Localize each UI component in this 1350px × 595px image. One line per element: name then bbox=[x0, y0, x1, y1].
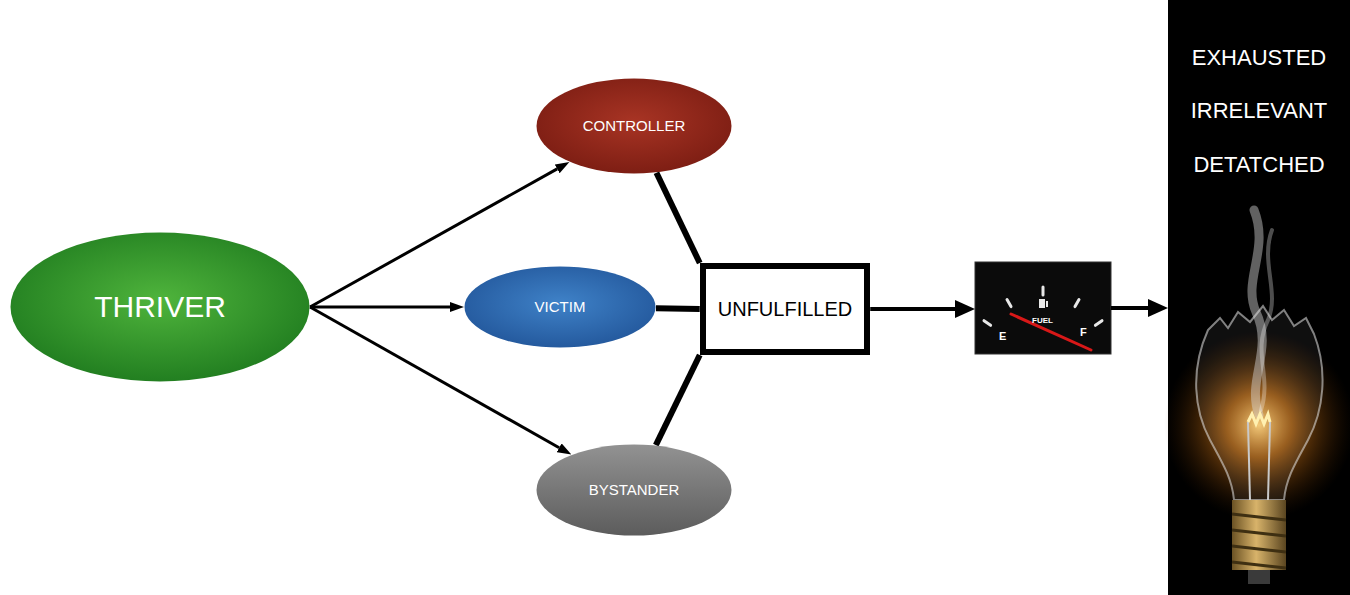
node-label: THRIVER bbox=[94, 290, 226, 325]
gauge-label: F bbox=[1080, 326, 1087, 339]
connector bbox=[656, 305, 700, 312]
text-holder: EXHAUSTED bbox=[1192, 45, 1326, 70]
gauge-needle bbox=[1011, 314, 1091, 350]
state-box: UNFULFILLED bbox=[700, 263, 870, 355]
bystander-ellipse: BYSTANDER bbox=[536, 444, 732, 536]
bulb-base bbox=[1232, 500, 1286, 570]
outcome-label: IRRELEVANT bbox=[1191, 98, 1328, 123]
ellipse-fill bbox=[537, 79, 732, 174]
text-holder: THRIVER bbox=[94, 290, 226, 325]
ellipse-fill bbox=[465, 267, 656, 348]
fuel-gauge bbox=[975, 262, 1111, 354]
gauge-ticks bbox=[984, 287, 1102, 325]
bulb-panel bbox=[1164, 0, 1350, 595]
ellipse-fill bbox=[537, 445, 732, 536]
outcome-label: EXHAUSTED bbox=[1192, 45, 1326, 70]
connector bbox=[1111, 306, 1148, 310]
text-holder: FUEL bbox=[1032, 309, 1053, 327]
base-contact bbox=[1248, 570, 1270, 584]
connector bbox=[656, 173, 699, 263]
text-holder: IRRELEVANT bbox=[1191, 98, 1328, 123]
outcome-label: DETATCHED bbox=[1193, 152, 1324, 177]
text-holder: VICTIM bbox=[535, 298, 586, 316]
connector bbox=[870, 307, 955, 311]
base-threads bbox=[1232, 514, 1286, 568]
connector bbox=[310, 306, 450, 309]
bulb-glass bbox=[1196, 306, 1322, 500]
node-label: VICTIM bbox=[535, 298, 586, 315]
filament bbox=[1248, 414, 1270, 424]
controller-ellipse: CONTROLLER bbox=[536, 78, 732, 174]
node-label: CONTROLLER bbox=[583, 117, 686, 134]
node-label: BYSTANDER bbox=[589, 481, 680, 498]
gauge-face bbox=[975, 262, 1111, 354]
text-holder: DETATCHED bbox=[1193, 152, 1324, 177]
filament-supports bbox=[1248, 422, 1270, 500]
fuel-gauge: E FUEL F bbox=[975, 262, 1111, 354]
pump-icon bbox=[1039, 299, 1048, 308]
text-holder: E bbox=[999, 326, 1006, 344]
thriver-ellipse: THRIVER bbox=[10, 232, 310, 382]
panel-ground bbox=[1168, 0, 1350, 595]
node-label: UNFULFILLED bbox=[718, 298, 852, 321]
gauge-label: E bbox=[999, 330, 1006, 343]
victim-ellipse: VICTIM bbox=[464, 266, 656, 348]
text-holder: CONTROLLER bbox=[583, 117, 686, 135]
ellipse-fill bbox=[11, 233, 310, 382]
text-holder: F bbox=[1080, 322, 1087, 340]
text-holder: UNFULFILLED bbox=[718, 298, 852, 321]
bulb-panel-node: EXHAUSTED IRRELEVANT DETATCHED bbox=[1168, 0, 1350, 595]
gauge-label: FUEL bbox=[1032, 316, 1053, 325]
connector bbox=[656, 355, 700, 445]
text-holder: BYSTANDER bbox=[589, 481, 680, 499]
